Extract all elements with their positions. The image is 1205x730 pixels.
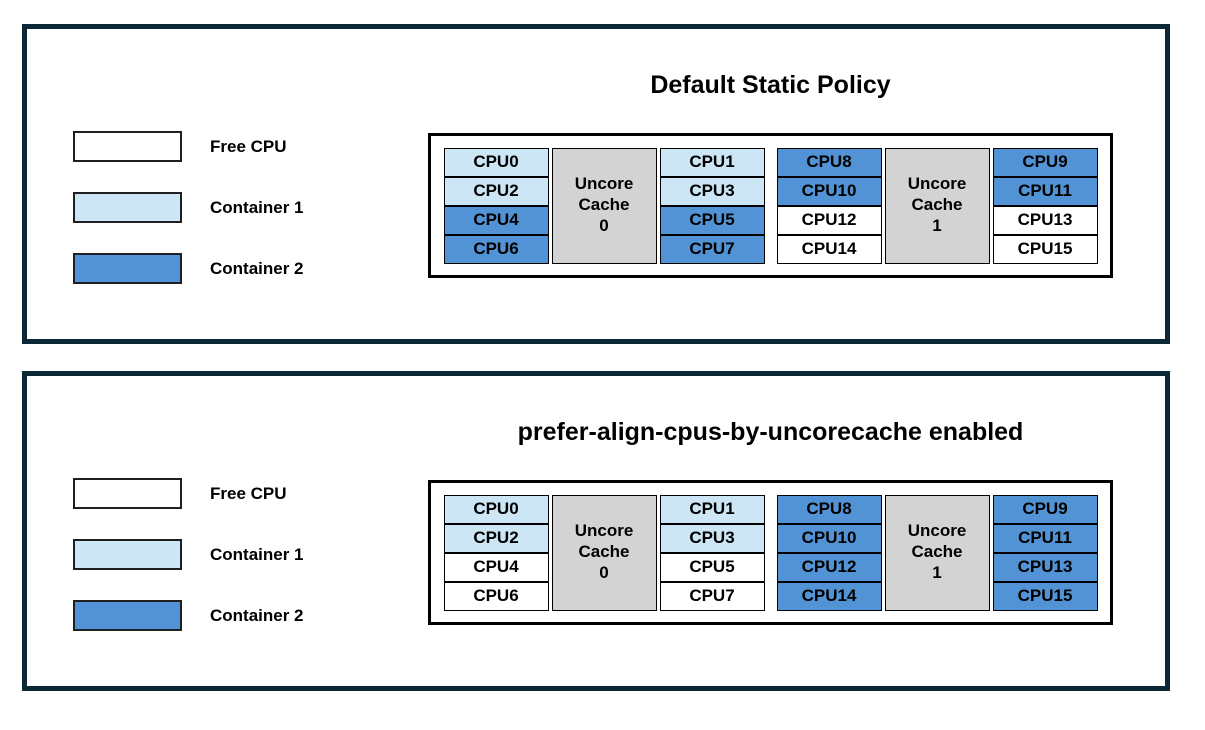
cpu-cell: CPU9: [992, 494, 1098, 524]
legend-color-swatch: [73, 253, 182, 284]
cpu-cell: CPU11: [992, 523, 1098, 553]
uncore-cache-label-line: Cache: [911, 195, 963, 215]
legend: Free CPU Container 1 Container 2: [73, 131, 304, 284]
cpu-cell: CPU12: [776, 552, 882, 582]
cpu-cell: CPU7: [659, 234, 765, 264]
legend-label: Free CPU: [210, 483, 287, 503]
uncore-cache-label-line: 1: [932, 562, 942, 582]
uncore-cache-label-line: Cache: [911, 542, 963, 562]
cpu-cell: CPU10: [776, 176, 882, 206]
legend-color-swatch: [73, 192, 182, 223]
cpu-cell: CPU9: [992, 147, 1098, 177]
cpu-cell: CPU8: [776, 147, 882, 177]
cpu-cell: CPU3: [659, 176, 765, 206]
cpu-cell: CPU5: [659, 205, 765, 235]
uncore-cache-label-line: 0: [599, 215, 609, 235]
uncore-cache-label-line: 1: [932, 215, 942, 235]
legend-label: Container 2: [210, 605, 304, 625]
cpu-cell: CPU14: [776, 234, 882, 264]
cpu-cell: CPU8: [776, 494, 882, 524]
cpu-cell: CPU4: [443, 205, 549, 235]
cpu-cell: CPU13: [992, 205, 1098, 235]
panel-title: prefer-align-cpus-by-uncorecache enabled: [517, 418, 1024, 446]
cpu-cell: CPU5: [659, 552, 765, 582]
legend-item: Container 2: [73, 600, 304, 631]
legend-color-swatch: [73, 600, 182, 631]
legend-label: Free CPU: [210, 136, 287, 156]
uncore-cache-label-line: Uncore: [907, 521, 967, 541]
uncore-cache-label-line: Cache: [578, 195, 630, 215]
cpu-cell: CPU7: [659, 581, 765, 611]
cpu-cell: CPU6: [443, 581, 549, 611]
cpu-cell: CPU4: [443, 552, 549, 582]
uncore-cache-label-line: Cache: [578, 542, 630, 562]
cpu-cell: CPU0: [443, 147, 549, 177]
cpu-cell: CPU15: [992, 581, 1098, 611]
cpu-cell: CPU2: [443, 523, 549, 553]
cpu-cell: CPU10: [776, 523, 882, 553]
legend-color-swatch: [73, 478, 182, 509]
cpu-cell: CPU12: [776, 205, 882, 235]
policy-panel: Free CPU Container 1 Container 2 Default…: [22, 24, 1170, 344]
uncore-cache-label-line: Uncore: [907, 174, 967, 194]
legend-color-swatch: [73, 131, 182, 162]
cpu-cell: CPU1: [659, 147, 765, 177]
policy-panel: Free CPU Container 1 Container 2 prefer-…: [22, 371, 1170, 691]
cpu-cell: CPU11: [992, 176, 1098, 206]
legend-item: Free CPU: [73, 131, 304, 162]
cpu-cell: CPU2: [443, 176, 549, 206]
panel-title: Default Static Policy: [650, 71, 891, 99]
cpu-cell: CPU15: [992, 234, 1098, 264]
legend-item: Container 1: [73, 192, 304, 223]
cpu-cell: CPU3: [659, 523, 765, 553]
legend-label: Container 2: [210, 258, 304, 278]
legend-label: Container 1: [210, 197, 304, 217]
uncore-cache-label-line: Uncore: [574, 174, 634, 194]
cpu-cell: CPU1: [659, 494, 765, 524]
uncore-cache-label-line: 0: [599, 562, 609, 582]
legend-item: Container 2: [73, 253, 304, 284]
legend-color-swatch: [73, 539, 182, 570]
cpu-cell: CPU14: [776, 581, 882, 611]
uncore-cache-label-line: Uncore: [574, 521, 634, 541]
cpu-cell: CPU13: [992, 552, 1098, 582]
legend: Free CPU Container 1 Container 2: [73, 478, 304, 631]
cpu-cell: CPU0: [443, 494, 549, 524]
legend-item: Free CPU: [73, 478, 304, 509]
legend-item: Container 1: [73, 539, 304, 570]
cpu-cell: CPU6: [443, 234, 549, 264]
legend-label: Container 1: [210, 544, 304, 564]
